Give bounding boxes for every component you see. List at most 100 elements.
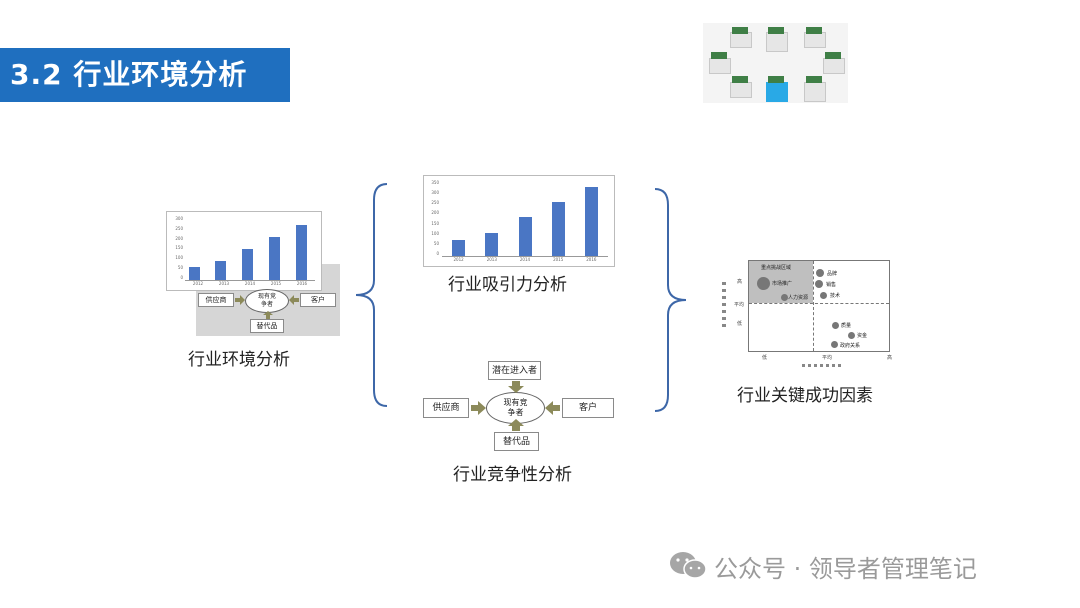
ksf-y-avg: 平均 [734,302,745,308]
y-tick-label: 150 [431,220,439,226]
page-title: 3.2 行业环境分析 [0,48,290,102]
attract-chart-yaxis: 350 300 250 200 150 100 50 0 [425,180,439,256]
x-tick-label: 2016 [586,257,597,262]
process-step-tag [732,76,748,83]
competitor-line1: 现有竞 [503,398,528,407]
process-step-tag [806,27,822,34]
ksf-point-label: 品牌 [827,271,838,277]
y-tick-label: 300 [175,216,183,221]
caption-ksf: 行业关键成功因素 [737,386,873,406]
process-step-tag [711,52,727,59]
competitor-line2: 争者 [507,408,524,417]
attract-chart-xaxis: 2012 2013 2014 2015 2016 [442,257,608,263]
x-tick-label: 2012 [192,281,204,286]
x-tick-label: 2013 [218,281,230,286]
ksf-y-low: 低 [737,321,743,327]
y-tick-label: 300 [431,190,439,196]
y-tick-label: 100 [175,255,183,261]
ksf-point [820,292,827,299]
process-thumbnail [703,23,848,103]
ksf-matrix: 高 平均 低 重点挑战区域 品牌 市场推广 销售 人力资源 技术 质量 资金 政… [722,258,892,370]
process-step-highlight [766,82,788,102]
process-step [804,32,826,48]
arrow-icon [263,311,273,319]
env-supplier-box: 供应商 [198,293,234,307]
watermark-text: 公众号 · 领导者管理笔记 [714,554,977,583]
y-tick-label: 200 [431,210,439,216]
bar [584,187,598,256]
y-tick-label: 0 [180,274,183,280]
bar [452,240,466,256]
ksf-point [781,294,788,301]
arrow-right-icon [471,401,486,415]
ksf-x-high: 高 [886,355,892,361]
arrow-icon [289,295,299,305]
caption-attract: 行业吸引力分析 [448,275,567,295]
process-step-tag [825,52,841,59]
substitute-box: 替代品 [494,432,539,451]
ksf-point-label: 人力资源 [788,295,809,301]
process-step-tag [768,76,784,83]
ksf-y-high: 高 [737,279,743,285]
bar [551,202,565,256]
process-step [766,32,788,52]
ksf-hline [749,303,889,304]
bar [296,225,307,280]
ksf-plot: 重点挑战区域 品牌 市场推广 销售 人力资源 技术 质量 资金 政府关系 [748,260,890,352]
ksf-point [848,332,855,339]
x-tick-label: 2015 [270,281,282,286]
bar [485,232,499,256]
wechat-icon [670,552,707,579]
process-step-tag [806,76,822,83]
bar [269,237,280,280]
process-step [804,82,826,102]
ksf-x-avg: 平均 [821,355,832,361]
entrant-box: 潜在进入者 [488,361,541,380]
x-tick-label: 2014 [519,257,531,262]
env-small-chart: 300 250 200 150 100 50 0 2012 2013 2014 … [166,211,322,291]
left-brace [355,183,388,407]
y-tick-label: 250 [431,200,439,206]
right-brace [654,188,687,412]
process-step [730,32,752,48]
caption-env: 行业环境分析 [188,350,290,370]
supplier-box: 供应商 [423,398,469,418]
x-tick-label: 2013 [486,257,497,262]
ksf-point [757,277,770,290]
ksf-point-label: 质量 [841,323,852,329]
env-competitor-line1: 现有竞 [257,293,276,300]
env-arrows [235,295,299,319]
ksf-x-axis: 低 平均 高 [762,354,892,361]
watermark: 公众号 · 领导者管理笔记 [668,548,977,584]
ksf-x-low: 低 [762,355,768,361]
ksf-point [831,341,838,348]
env-small-chart-yaxis: 300 250 200 150 100 50 0 [169,216,183,280]
ksf-x-axis-label [802,364,842,367]
ksf-point [832,322,839,329]
env-substitute-box: 替代品 [250,319,284,333]
ksf-point [815,280,823,288]
env-competitor-oval: 现有竞 争者 [245,289,289,313]
x-tick-label: 2016 [296,281,308,286]
customer-box: 客户 [562,398,614,418]
bar [215,261,226,280]
process-step [730,82,752,98]
x-tick-label: 2014 [244,281,256,286]
process-step [823,58,845,74]
env-small-chart-xaxis: 2012 2013 2014 2015 2016 [185,281,315,287]
x-tick-label: 2015 [553,257,564,262]
process-step-tag [732,27,748,34]
attract-chart-plot [442,182,608,257]
env-competitor-line2: 争者 [260,301,273,308]
ksf-point [816,269,824,277]
arrow-left-icon [545,401,560,415]
ksf-y-axis-label [722,282,726,330]
ksf-point-label: 技术 [830,293,841,299]
ksf-point-label: 销售 [826,282,837,288]
y-tick-label: 150 [175,245,183,251]
forces-arrows [471,381,560,431]
process-step [709,58,731,74]
y-tick-label: 50 [177,265,183,271]
attract-chart: 350 300 250 200 150 100 50 0 2012 2013 2… [423,175,615,267]
env-small-chart-plot [185,218,315,281]
